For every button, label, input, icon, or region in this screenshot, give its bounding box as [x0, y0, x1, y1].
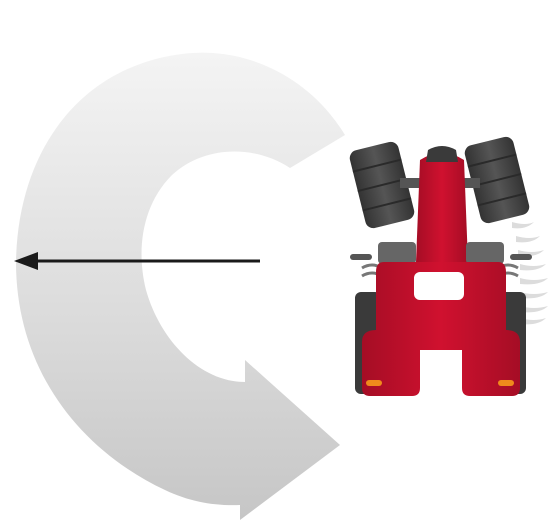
tractor: [348, 135, 532, 396]
right-engine-block: [466, 242, 504, 264]
cab-roof-window: [414, 272, 464, 300]
front-grille: [426, 146, 458, 162]
right-indicator-light: [498, 380, 514, 386]
turning-path-ring: [16, 53, 345, 520]
left-engine-block: [378, 242, 416, 264]
tractor-hood: [416, 153, 468, 262]
left-indicator-light: [366, 380, 382, 386]
turning-path: [16, 53, 345, 520]
